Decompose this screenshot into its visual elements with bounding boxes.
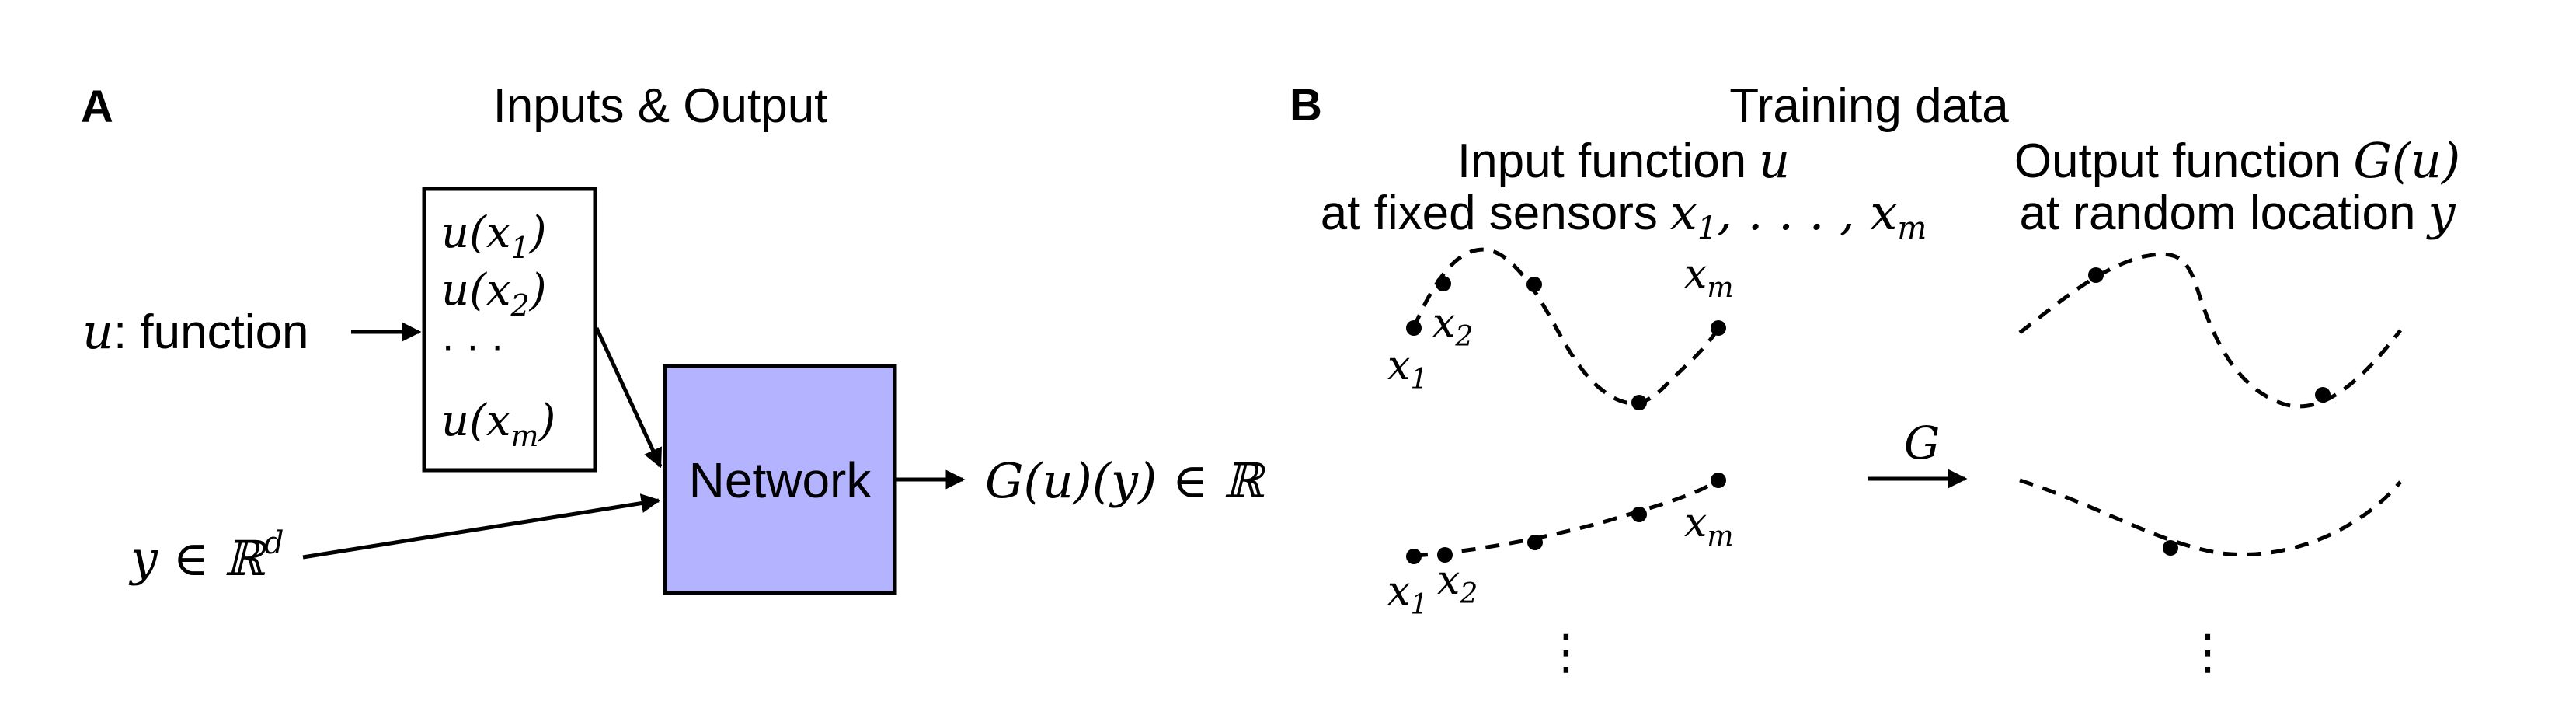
input-function-label: u: function	[82, 303, 309, 360]
sensor-point	[1436, 276, 1451, 291]
output-curve-1	[2018, 252, 2402, 409]
panel-a: A Inputs & Output u: function u(x1) u(x2…	[81, 79, 1266, 595]
sensor-value-ellipsis: · · ·	[441, 323, 504, 368]
output-label: G(u)(y) ∈ ℝ	[985, 452, 1266, 509]
panel-b-title: Training data	[1729, 79, 2009, 133]
output-curve-2	[2019, 478, 2402, 556]
input-curve-2	[1413, 478, 1720, 558]
sensor-point	[1631, 395, 1647, 410]
query-to-network-arrow	[302, 493, 661, 560]
sensor-label-xm-top: xm	[1684, 251, 1733, 304]
output-point	[2163, 540, 2178, 556]
output-point	[2088, 267, 2104, 283]
panel-a-title: Inputs & Output	[493, 79, 828, 133]
sensor-value-m: u(xm)	[441, 396, 555, 453]
sensor-value-2: u(x2)	[441, 265, 547, 323]
sensor-point	[1406, 320, 1422, 336]
panel-b-letter: B	[1290, 80, 1322, 131]
query-input-label: y ∈ ℝd	[128, 525, 284, 587]
sensor-point	[1526, 277, 1542, 292]
sensor-point	[1406, 549, 1422, 564]
sensor-point	[1437, 547, 1453, 563]
input-more-vdots: ⋮	[1542, 626, 1590, 679]
sensor-value-1: u(x1)	[441, 208, 547, 265]
network-label: Network	[689, 452, 872, 508]
sensor-label-x1-top: x1	[1387, 343, 1428, 396]
sensor-point	[1527, 535, 1543, 550]
sensors-to-network-arrow	[594, 326, 663, 469]
sensor-label-x2-bottom: x2	[1437, 557, 1478, 610]
sensor-label-xm-bottom: xm	[1684, 500, 1733, 553]
sensor-values-box	[422, 187, 597, 473]
panel-a-letter: A	[81, 82, 113, 132]
sensor-label-x1-bottom: x1	[1387, 568, 1428, 621]
network-box	[663, 364, 897, 595]
input-curve-1	[1412, 247, 1721, 406]
sensor-point	[1631, 507, 1647, 522]
operator-label: G	[1904, 417, 1940, 469]
output-more-vdots: ⋮	[2184, 626, 2232, 679]
sensor-point	[1711, 320, 1726, 336]
sensor-label-x2-top: x2	[1432, 300, 1473, 353]
sensor-point	[1711, 473, 1726, 488]
output-point	[2315, 387, 2331, 403]
